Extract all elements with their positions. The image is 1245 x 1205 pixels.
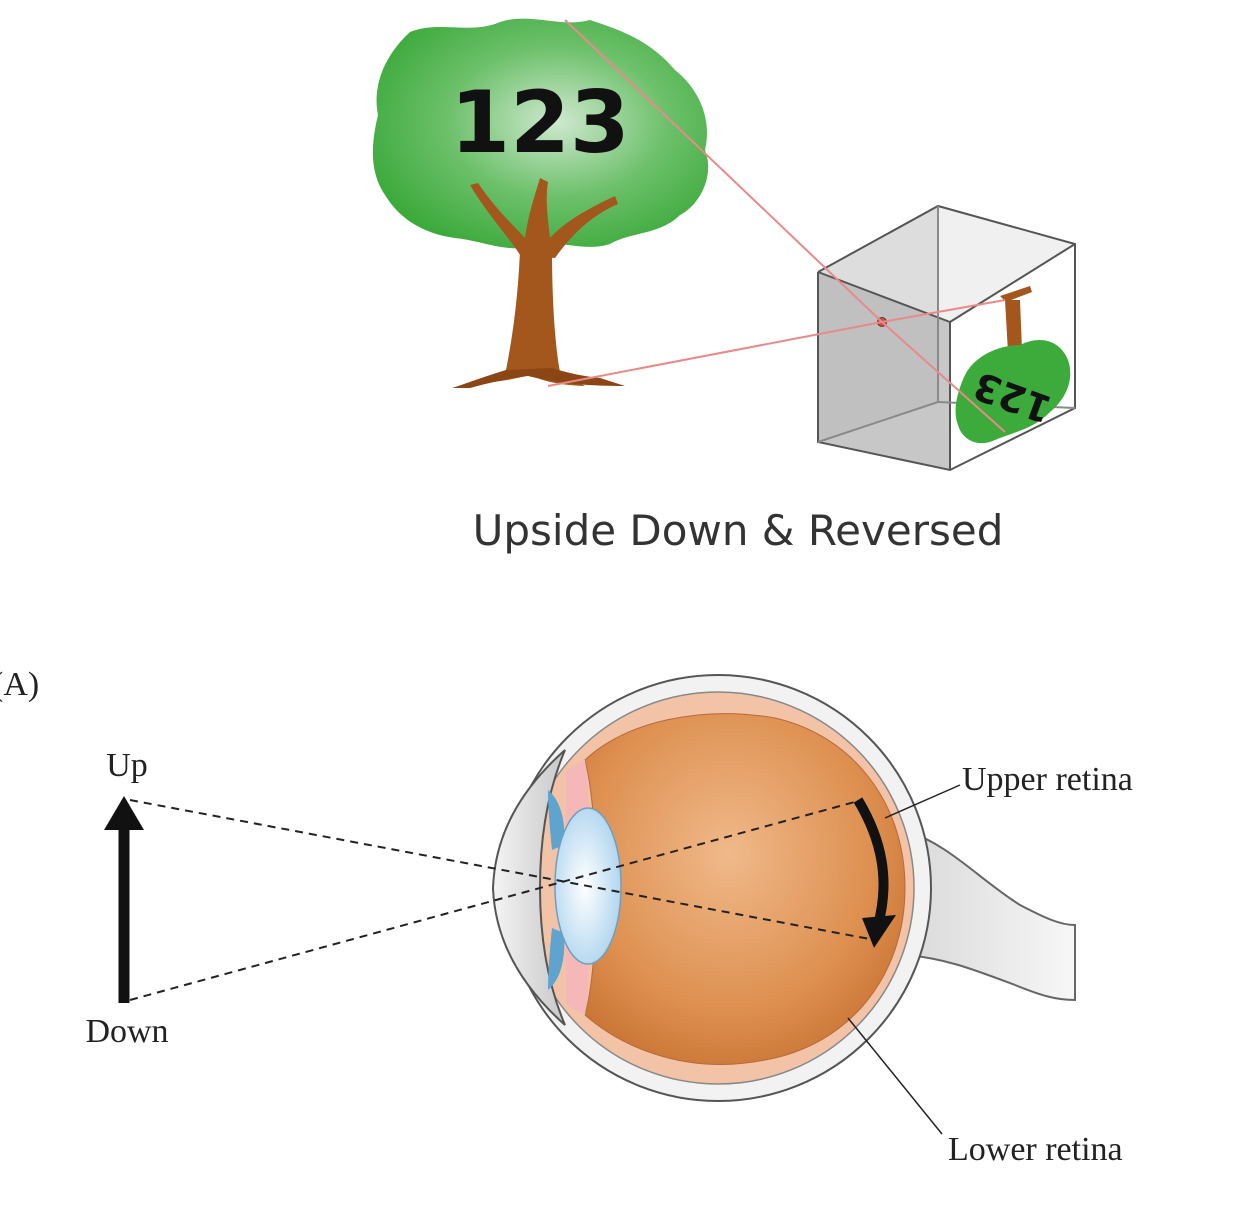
iris-lower <box>548 928 565 990</box>
upper-retina-leader <box>884 784 961 819</box>
light-rays <box>547 19 1006 433</box>
pinhole-box: 123 <box>817 204 1076 472</box>
optic-rays <box>129 799 876 1001</box>
optic-nerve <box>904 828 1076 1002</box>
upper-retina-label: Upper retina <box>962 761 1133 798</box>
pinhole-illustration: 123 123 <box>372 18 1076 555</box>
box-top <box>818 206 1075 322</box>
object-top-label: Up <box>106 747 148 784</box>
object-bottom-label: Down <box>85 1013 168 1050</box>
eye-diagram: (A) Up Down Upper retina <box>0 666 1133 1168</box>
projected-trunk <box>1000 286 1032 352</box>
tree-trunk <box>470 250 585 386</box>
panel-label: (A) <box>0 666 39 703</box>
pinhole-caption: Upside Down & Reversed <box>473 506 1004 555</box>
lower-retina-leader <box>847 1017 943 1135</box>
tree-roots <box>452 368 625 388</box>
lower-retina-label: Lower retina <box>948 1131 1123 1168</box>
vitreous-body <box>584 713 906 1065</box>
box-front-wall <box>818 272 950 470</box>
tree-text: 123 <box>450 73 630 173</box>
retinal-image-arrowhead <box>862 915 896 948</box>
retinal-image-arrow <box>853 797 889 927</box>
projected-foliage <box>955 340 1071 444</box>
projected-image: 123 <box>955 286 1071 444</box>
object-arrow-head <box>104 796 144 830</box>
cornea <box>491 749 566 1026</box>
tree-branches <box>470 178 618 258</box>
iris-upper <box>548 790 565 850</box>
tree-illustration: 123 <box>372 18 709 388</box>
